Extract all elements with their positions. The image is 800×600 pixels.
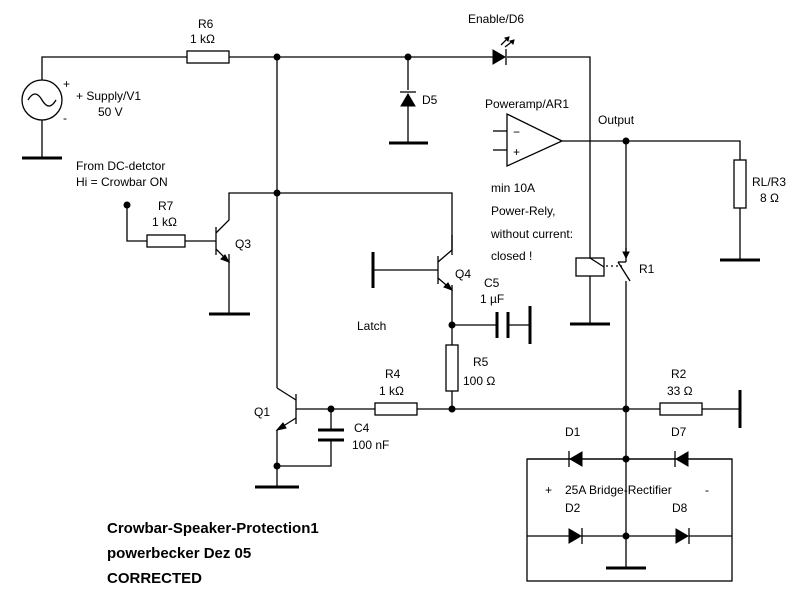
- diode-d2: [568, 528, 583, 544]
- relay-note-line3: without current:: [490, 227, 573, 241]
- resistor-load-rl: [733, 159, 747, 209]
- c4-value: 100 nF: [352, 438, 389, 452]
- poweramp-ref: Poweramp/AR1: [485, 97, 569, 111]
- bridge-rectifier-box: [526, 458, 733, 582]
- diode-d1: [568, 451, 583, 467]
- r4-ref: R4: [385, 367, 401, 381]
- c4-ref: C4: [354, 421, 370, 435]
- supply-value: 50 V: [98, 105, 123, 119]
- diode-d7: [674, 451, 689, 467]
- r6-ref: R6: [198, 17, 214, 31]
- resistor-r7: [146, 234, 186, 248]
- q4-ref: Q4: [455, 267, 471, 281]
- capacitor-c4: [318, 428, 344, 442]
- r5-value: 100 Ω: [463, 374, 495, 388]
- resistor-r4: [374, 402, 418, 416]
- relay-r1: [575, 248, 631, 282]
- bridge-minus: -: [705, 483, 709, 497]
- r2-ref: R2: [671, 367, 687, 381]
- r4-value: 1 kΩ: [379, 384, 404, 398]
- resistor-r6: [186, 50, 230, 64]
- d2-ref: D2: [565, 501, 581, 515]
- resistor-r2: [659, 402, 703, 416]
- relay-note-line2: Power-Rely,: [491, 204, 555, 218]
- svg-text:-: -: [63, 111, 67, 125]
- relay-note-line4: closed !: [491, 249, 532, 263]
- q1-ref: Q1: [254, 405, 270, 419]
- capacitor-c5: [495, 312, 510, 338]
- q3-ref: Q3: [235, 237, 251, 251]
- diode-d8: [675, 528, 690, 544]
- bridge-label: 25A Bridge-Rectifier: [565, 483, 672, 497]
- caption-line2: powerbecker Dez 05: [107, 545, 251, 562]
- r1-ref: R1: [639, 262, 655, 276]
- latch-label: Latch: [357, 319, 386, 333]
- bridge-plus: +: [545, 483, 552, 497]
- transistor-q1: [275, 387, 297, 431]
- d6-label: Enable/D6: [468, 12, 524, 26]
- load-value: 8 Ω: [760, 191, 779, 205]
- r7-value: 1 kΩ: [152, 215, 177, 229]
- supply-v1: + -: [21, 77, 70, 125]
- resistor-r5: [445, 344, 459, 392]
- d7-ref: D7: [671, 425, 687, 439]
- ground-symbols: [22, 141, 760, 570]
- svg-text:+: +: [63, 77, 70, 91]
- r7-ref: R7: [158, 199, 174, 213]
- dc-detector-line2: Hi = Crowbar ON: [76, 175, 168, 189]
- load-ref: RL/R3: [752, 175, 786, 189]
- d5-ref: D5: [422, 93, 438, 107]
- led-d6: [492, 36, 515, 65]
- c5-value: 1 µF: [480, 292, 504, 306]
- output-label: Output: [598, 113, 635, 127]
- caption-line3: CORRECTED: [107, 570, 202, 587]
- d8-ref: D8: [672, 501, 688, 515]
- r2-value: 33 Ω: [667, 384, 693, 398]
- transistor-q4: [437, 235, 454, 291]
- svg-text:−: −: [513, 125, 520, 139]
- poweramp-ar1: − +: [506, 112, 564, 168]
- diode-d5: [400, 91, 416, 107]
- svg-text:+: +: [513, 145, 520, 159]
- r5-ref: R5: [473, 355, 489, 369]
- caption-line1: Crowbar-Speaker-Protection1: [107, 520, 319, 537]
- dc-detector-line1: From DC-detctor: [76, 159, 165, 173]
- transistor-q3: [215, 199, 231, 263]
- r6-value: 1 kΩ: [190, 32, 215, 46]
- d1-ref: D1: [565, 425, 581, 439]
- supply-ref: + Supply/V1: [76, 89, 141, 103]
- junction-dots: [123, 53, 630, 540]
- c5-ref: C5: [484, 276, 500, 290]
- relay-note-line1: min 10A: [491, 181, 535, 195]
